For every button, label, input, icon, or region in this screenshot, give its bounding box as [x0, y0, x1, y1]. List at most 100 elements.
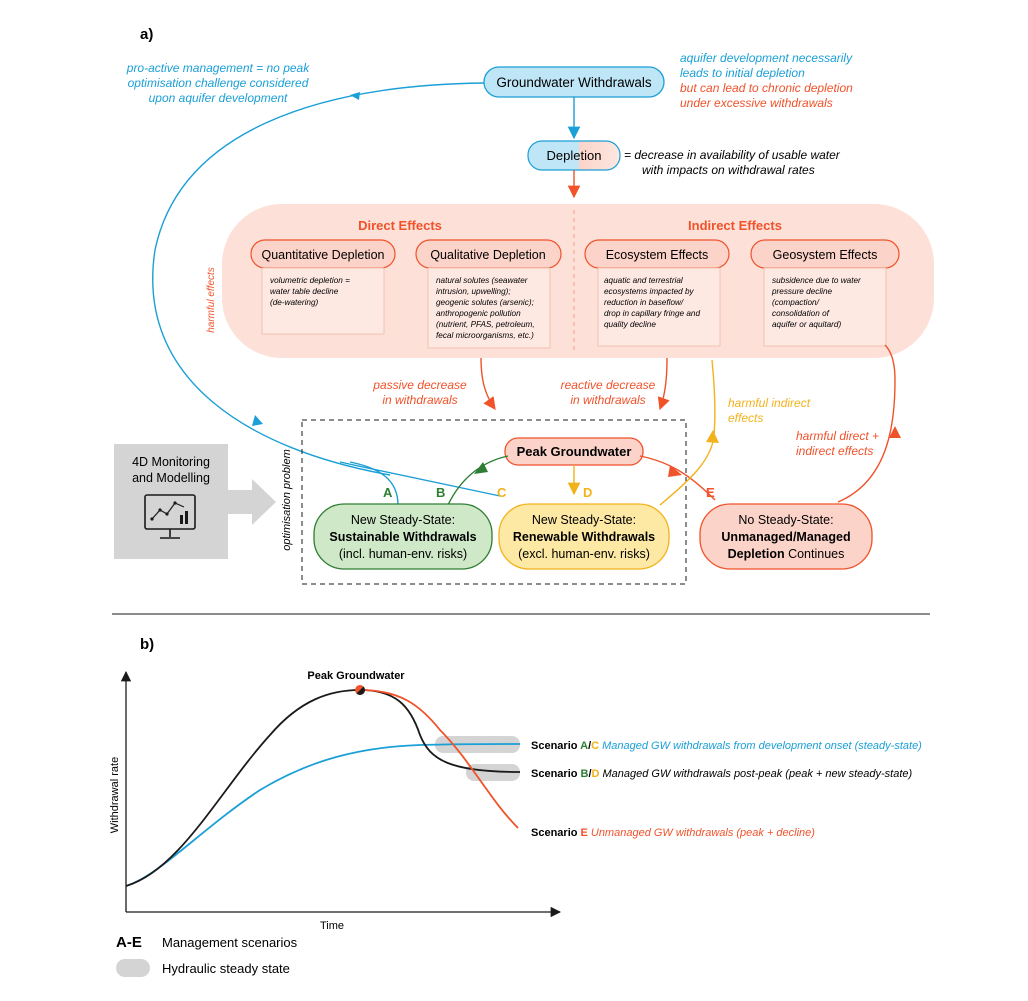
- peak-marker-half: [356, 686, 365, 695]
- harmful-effects-label: harmful effects: [206, 267, 217, 333]
- peak-to-b-arrowhead: [474, 462, 488, 474]
- sustainable-line1: New Steady-State:: [351, 513, 455, 527]
- effect-desc-line: natural solutes (seawater: [436, 276, 528, 285]
- scenario-ac-prefix: Scenario: [531, 740, 580, 752]
- proactive-loop-line: [152, 82, 485, 476]
- effect-geosystem: Geosystem Effects subsidence due to wate…: [750, 239, 900, 347]
- harmful-indirect-arrowhead: [706, 430, 719, 443]
- renewable-line3: (excl. human-env. risks): [518, 547, 650, 561]
- harmful-direct-arrowhead: [889, 426, 901, 438]
- effect-description-box: [597, 267, 721, 347]
- letter-b: B: [436, 485, 445, 500]
- effect-desc-line: (nutrient, PFAS, petroleum,: [436, 320, 535, 329]
- effect-title: Ecosystem Effects: [606, 248, 709, 262]
- scenario-ac-sep: /: [588, 740, 591, 752]
- passive-decrease-line2: in withdrawals: [382, 393, 457, 407]
- proactive-note-line3: upon aquifer development: [149, 91, 288, 105]
- panel-b-label: b): [140, 636, 154, 653]
- scenario-bd-letter1: B: [581, 768, 589, 780]
- renewable-line1: New Steady-State:: [532, 513, 636, 527]
- effect-title: Geosystem Effects: [773, 248, 878, 262]
- unmanaged-shape: [699, 503, 873, 570]
- sustainable-line3: (incl. human-env. risks): [339, 547, 467, 561]
- scenario-bd-sep: /: [588, 768, 591, 780]
- unmanaged-depletion-word: Depletion: [728, 547, 785, 561]
- letter-d: D: [583, 485, 592, 500]
- effect-description-box: [763, 267, 887, 347]
- legend-letters: A-E: [116, 934, 142, 951]
- effect-desc-line: (de-watering): [270, 298, 319, 307]
- proactive-arrowhead-top: [350, 92, 360, 100]
- reactive-decrease-line1: reactive decrease: [561, 378, 656, 392]
- passive-decrease-line1: passive decrease: [372, 378, 467, 392]
- a-loop-line: [349, 461, 399, 506]
- peak-to-b-line: [447, 455, 509, 506]
- development-note-line1: aquifer development necessarily: [680, 51, 853, 65]
- scenario-ac-letter1: A: [580, 740, 588, 752]
- scenario-e-letter: E: [581, 827, 588, 839]
- unmanaged-continues-word: Continues: [785, 547, 845, 561]
- effect-desc-line: drop in capillary fringe and: [604, 309, 700, 318]
- effect-desc-line: anthropogenic pollution: [436, 309, 521, 318]
- effect-description-box: [261, 267, 385, 335]
- curve-scenario-ac: [125, 743, 521, 887]
- optimisation-box: [301, 419, 687, 585]
- depletion-label: Depletion: [547, 148, 602, 163]
- effect-desc-line: pressure decline: [771, 287, 833, 296]
- unmanaged-line1: No Steady-State:: [738, 513, 833, 527]
- effect-description-box: [427, 267, 551, 349]
- peak-to-e-arrowhead: [668, 465, 682, 477]
- effect-desc-line: aquatic and terrestrial: [604, 276, 683, 285]
- proactive-arrowhead-bottom: [252, 415, 263, 426]
- development-note-line2: leads to initial depletion: [680, 66, 805, 80]
- passive-arrow: [480, 357, 496, 411]
- unmanaged-line2: Unmanaged/Managed: [721, 530, 850, 544]
- peak-groundwater-label: Peak Groundwater: [307, 670, 405, 682]
- chronic-note-line2: under excessive withdrawals: [680, 96, 833, 110]
- effect-desc-line: volumetric depletion =: [270, 276, 350, 285]
- legend-scenarios-label: Management scenarios: [162, 935, 298, 950]
- unmanaged-line3: Depletion Continues: [728, 547, 845, 561]
- effect-qualitative: Qualitative Depletion natural solutes (s…: [415, 239, 562, 349]
- scenario-bd-letter2: D: [592, 768, 600, 780]
- curve-scenario-bd: [125, 689, 521, 887]
- peak-label: Peak Groundwater: [517, 444, 632, 459]
- depletion-definition-line1: = decrease in availability of usable wat…: [624, 148, 841, 162]
- scenario-bd-prefix: Scenario: [531, 768, 581, 780]
- harmful-indirect-line1: harmful indirect: [728, 396, 811, 410]
- monitoring-arrow: [228, 479, 276, 525]
- monitoring-line2: and Modelling: [132, 471, 210, 485]
- indirect-effects-heading: Indirect Effects: [688, 218, 782, 233]
- scenario-ac-text: Managed GW withdrawals from development …: [602, 740, 922, 752]
- harmful-direct-line2: indirect effects: [796, 444, 873, 458]
- direct-effects-heading: Direct Effects: [358, 218, 442, 233]
- reactive-arrow: [657, 357, 670, 411]
- monitoring-box: [114, 444, 228, 559]
- chronic-note-line1: but can lead to chronic depletion: [680, 81, 853, 95]
- monitoring-panel: 4D Monitoring and Modelling: [114, 444, 228, 559]
- steady-state-bd: [466, 764, 520, 781]
- scenario-e-text: Unmanaged GW withdrawals (peak + decline…: [591, 827, 815, 839]
- effect-desc-line: subsidence due to water: [772, 276, 861, 285]
- scenario-ac-letter2: C: [591, 740, 599, 752]
- harmful-indirect-line: [659, 359, 716, 506]
- effect-desc-line: reduction in baseflow/: [604, 298, 684, 307]
- effect-title: Quantitative Depletion: [262, 248, 385, 262]
- withdrawals-label: Groundwater Withdrawals: [496, 75, 652, 90]
- legend-steady-label: Hydraulic steady state: [162, 961, 290, 976]
- renewable-line2: Renewable Withdrawals: [513, 530, 655, 544]
- letter-c: C: [497, 485, 507, 500]
- panel-a-label: a): [140, 26, 153, 43]
- y-axis-label: Withdrawal rate: [109, 757, 121, 833]
- unmanaged-box: No Steady-State: Unmanaged/Managed Deple…: [699, 503, 873, 570]
- scenario-bd-text: Managed GW withdrawals post-peak (peak +…: [603, 768, 913, 780]
- harmful-direct-line: [837, 344, 896, 503]
- blue-to-c-line: [339, 461, 501, 497]
- depletion-definition-line2: with impacts on withdrawal rates: [642, 163, 815, 177]
- legend-steady-swatch: [116, 959, 150, 977]
- peak-to-e-line: [639, 455, 716, 501]
- sustainable-line2: Sustainable Withdrawals: [329, 530, 476, 544]
- monitoring-line1: 4D Monitoring: [132, 455, 210, 469]
